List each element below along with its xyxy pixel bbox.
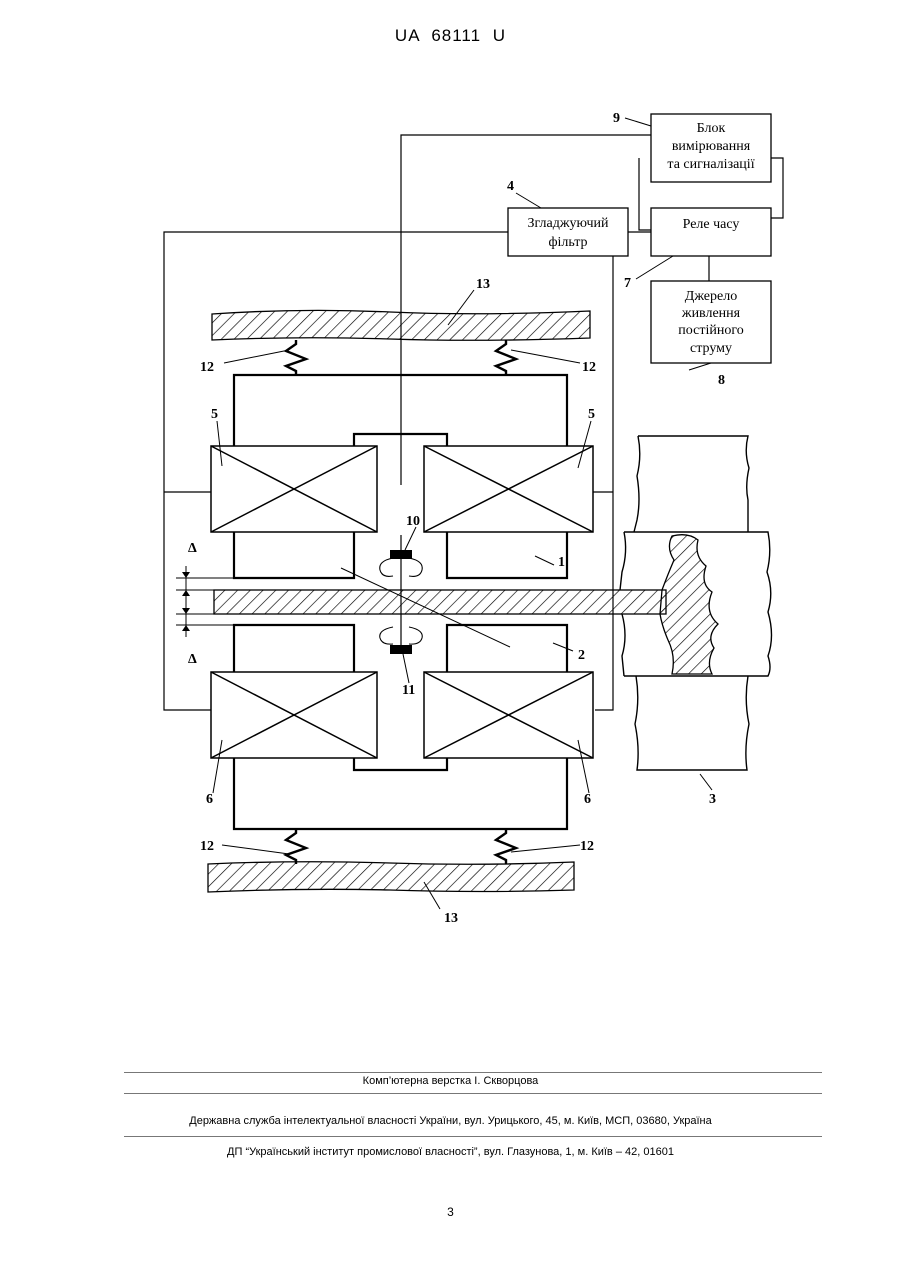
label-delta-bottom: Δ bbox=[188, 652, 197, 667]
label-delta-top: Δ bbox=[188, 541, 197, 556]
coil-lower-right bbox=[424, 672, 593, 758]
label-7: 7 bbox=[624, 276, 631, 291]
footer-institute: ДП “Український інститут промислової вла… bbox=[0, 1146, 901, 1158]
footer-layout-credit: Комп’ютерна верстка І. Скворцова bbox=[0, 1075, 901, 1087]
label-12-top-left: 12 bbox=[200, 360, 214, 375]
label-10: 10 bbox=[406, 514, 420, 529]
label-4: 4 bbox=[507, 179, 514, 194]
block-power-line-4: струму bbox=[690, 341, 732, 356]
label-5-left: 5 bbox=[211, 407, 218, 422]
footer-agency: Державна служба інтелектуальної власност… bbox=[0, 1115, 901, 1127]
block-power-line-3: постійного bbox=[678, 323, 743, 338]
label-8: 8 bbox=[718, 373, 725, 388]
footer-rule-3 bbox=[124, 1136, 822, 1137]
label-5-right: 5 bbox=[588, 407, 595, 422]
bottom-support-hatched bbox=[208, 862, 574, 892]
block-measurement-line-1: Блок bbox=[697, 121, 726, 136]
block-relay: Реле часу bbox=[651, 208, 771, 256]
block-power-supply: Джерело живлення постійного струму bbox=[651, 281, 771, 363]
label-2: 2 bbox=[578, 648, 585, 663]
label-13-bottom: 13 bbox=[444, 911, 458, 926]
page-number: 3 bbox=[0, 1205, 901, 1219]
block-filter-line-2: фільтр bbox=[548, 235, 587, 250]
label-1: 1 bbox=[558, 555, 565, 570]
coil-upper-right bbox=[424, 446, 593, 532]
coil-upper-left bbox=[211, 446, 377, 532]
coil-lower-left bbox=[211, 672, 377, 758]
block-measurement-line-2: вимірювання bbox=[672, 139, 751, 154]
label-11: 11 bbox=[402, 683, 415, 698]
patent-figure: Блок вимірювання та сигналізації Згладжу… bbox=[0, 0, 901, 1000]
footer-rule-2 bbox=[124, 1093, 822, 1094]
label-6-right: 6 bbox=[584, 792, 591, 807]
block-power-line-2: живлення bbox=[681, 306, 741, 321]
footer-rule-1 bbox=[124, 1072, 822, 1073]
label-12-top-right: 12 bbox=[582, 360, 596, 375]
inspected-strip bbox=[214, 590, 666, 614]
block-power-line-1: Джерело bbox=[685, 289, 737, 304]
label-9: 9 bbox=[613, 111, 620, 126]
label-6-left: 6 bbox=[206, 792, 213, 807]
block-relay-line-1: Реле часу bbox=[683, 217, 740, 232]
object-3-hatched-section bbox=[660, 535, 718, 674]
label-13-top: 13 bbox=[476, 277, 490, 292]
block-filter-line-1: Згладжуючий bbox=[528, 216, 610, 231]
block-measurement-line-3: та сигналізації bbox=[667, 157, 754, 172]
label-12-bottom-right: 12 bbox=[580, 839, 594, 854]
top-support-hatched bbox=[212, 310, 590, 340]
label-12-bottom-left: 12 bbox=[200, 839, 214, 854]
block-filter: Згладжуючий фільтр bbox=[508, 208, 628, 256]
label-3: 3 bbox=[709, 792, 716, 807]
block-measurement: Блок вимірювання та сигналізації bbox=[651, 114, 771, 182]
